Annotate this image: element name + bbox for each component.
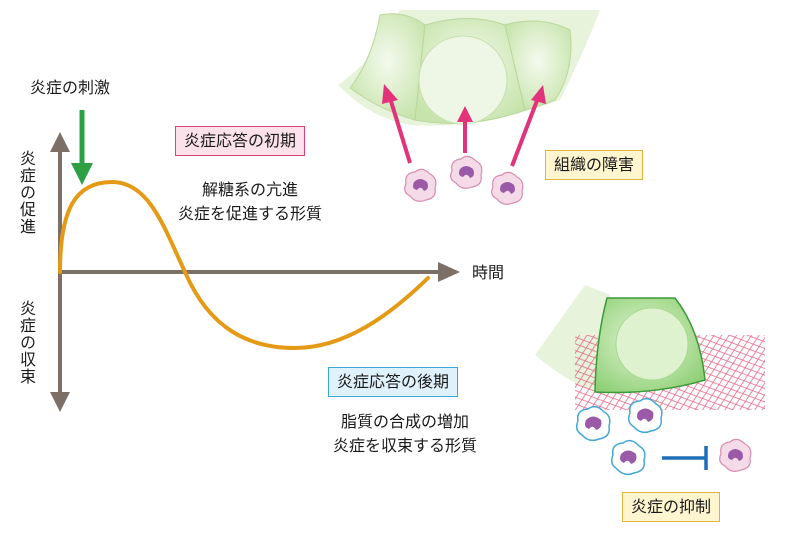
y-axis-promote-label: 炎症の促進 [17,150,36,235]
tissue-damage-label: 組織の障害 [545,150,644,180]
upper-cell-right [504,20,572,111]
immune-cell [491,171,524,205]
inflammatory-cells [404,155,524,205]
late-phase-line2: 炎症を収束する形質 [332,436,477,455]
resolving-cells [575,397,663,476]
early-phase-title: 炎症応答の初期 [175,126,306,156]
immune-cell [404,168,437,202]
stimulus-arrow [71,110,93,185]
upper-tissue [338,10,600,126]
regulatory-cell [627,397,663,434]
regulatory-cell [610,439,646,476]
y-axis-arrow-up [50,132,70,152]
early-phase-line1: 解糖系の亢進 [201,180,298,199]
inhibition-icon [662,446,708,470]
stimulus-label: 炎症の刺激 [30,78,111,97]
lower-tissue [535,285,765,410]
x-axis-arrow [438,262,460,282]
lower-cell-nucleus [615,307,689,381]
inhibited-cell [719,438,752,472]
time-axis-label: 時間 [472,263,505,282]
axes [50,132,460,412]
late-phase-title: 炎症応答の後期 [328,367,459,397]
response-curve [58,179,430,351]
y-axis-arrow-down [50,392,70,412]
suppression-label: 炎症の抑制 [622,492,721,522]
immune-cell [450,155,483,189]
late-phase-line1: 脂質の合成の増加 [340,412,469,431]
migration-arrows [382,84,546,167]
early-phase-line2: 炎症を促進する形質 [177,204,322,223]
regulatory-cell [575,405,611,442]
y-axis-resolve-label: 炎症の収束 [17,300,36,385]
upper-cell-left [349,13,426,121]
